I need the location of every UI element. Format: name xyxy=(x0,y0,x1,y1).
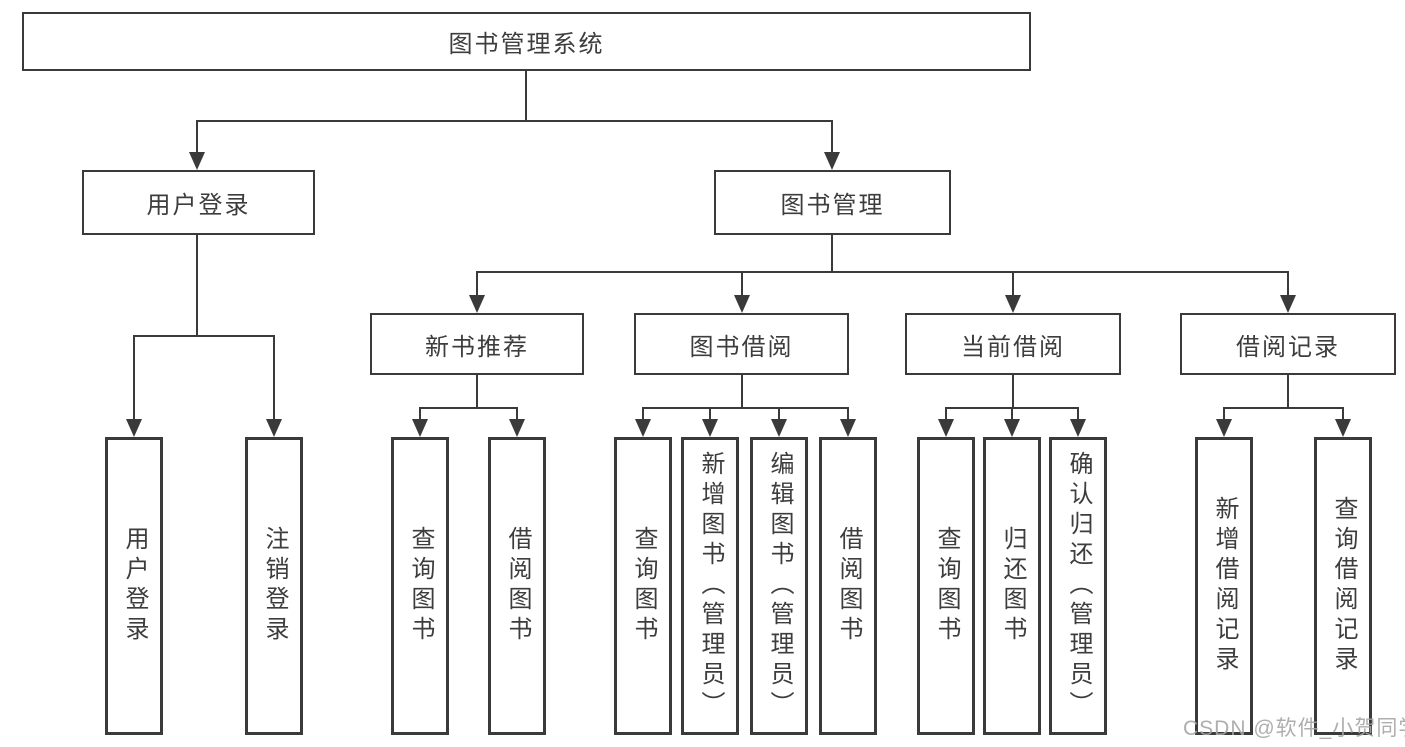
arrow-down-icon xyxy=(1335,419,1351,437)
connector-line xyxy=(1223,407,1225,421)
connector-line xyxy=(642,407,644,421)
connector-line xyxy=(1077,407,1079,421)
connector-line xyxy=(419,407,518,409)
arrow-down-icon xyxy=(1004,419,1020,437)
connector-line xyxy=(196,235,198,337)
arrow-down-icon xyxy=(189,152,205,170)
connector-line xyxy=(709,407,711,421)
connector-line xyxy=(1287,271,1289,297)
node-borrowing-records: 借阅记录 xyxy=(1180,313,1396,375)
connector-line xyxy=(741,375,743,409)
node-add-books-admin: 新增图书（管理员） xyxy=(681,437,739,735)
arrow-down-icon xyxy=(469,295,485,313)
connector-line xyxy=(476,271,1289,273)
node-confirm-return-admin: 确认归还（管理员） xyxy=(1049,437,1107,735)
connector-line xyxy=(476,271,478,297)
connector-line xyxy=(1223,407,1344,409)
connector-line xyxy=(273,335,275,421)
connector-line xyxy=(847,407,849,421)
node-query-books-under-current: 查询图书 xyxy=(917,437,975,735)
connector-line xyxy=(133,335,275,337)
node-borrow-books-under-borrowing: 借阅图书 xyxy=(819,437,877,735)
arrow-down-icon xyxy=(1280,295,1296,313)
node-user-login: 用户登录 xyxy=(82,170,315,235)
arrow-down-icon xyxy=(412,419,428,437)
watermark-text: CSDN @软件_小贺同学 xyxy=(1183,717,1405,740)
node-current-borrowing: 当前借阅 xyxy=(905,313,1121,375)
connector-line xyxy=(133,335,135,421)
node-borrow-books-under-recommendation: 借阅图书 xyxy=(488,437,546,735)
arrow-down-icon xyxy=(509,419,525,437)
arrow-down-icon xyxy=(938,419,954,437)
node-edit-books-admin: 编辑图书（管理员） xyxy=(750,437,808,735)
connector-line xyxy=(945,407,947,421)
connector-line xyxy=(778,407,780,421)
connector-line xyxy=(831,235,833,273)
node-book-management: 图书管理 xyxy=(714,170,951,235)
node-add-borrow-record: 新增借阅记录 xyxy=(1195,437,1253,735)
arrow-down-icon xyxy=(771,419,787,437)
connector-line xyxy=(1011,407,1013,421)
node-book-borrowing: 图书借阅 xyxy=(634,313,849,375)
node-new-book-recommendation: 新书推荐 xyxy=(370,313,584,375)
connector-line xyxy=(1012,375,1014,409)
connector-line xyxy=(1012,271,1014,297)
arrow-down-icon xyxy=(824,152,840,170)
arrow-down-icon xyxy=(840,419,856,437)
connector-line xyxy=(516,407,518,421)
node-query-borrow-record: 查询借阅记录 xyxy=(1314,437,1372,735)
connector-line xyxy=(741,271,743,297)
arrow-down-icon xyxy=(126,419,142,437)
arrow-down-icon xyxy=(1216,419,1232,437)
arrow-down-icon xyxy=(635,419,651,437)
connector-line xyxy=(525,70,527,121)
connector-line xyxy=(419,407,421,421)
connector-line xyxy=(476,375,478,409)
arrow-down-icon xyxy=(266,419,282,437)
arrow-down-icon xyxy=(1070,419,1086,437)
arrow-down-icon xyxy=(734,295,750,313)
node-query-books-under-borrowing: 查询图书 xyxy=(614,437,672,735)
node-query-books-under-recommendation: 查询图书 xyxy=(391,437,449,735)
connector-line xyxy=(196,120,833,122)
connector-line xyxy=(196,120,198,153)
connector-line xyxy=(642,407,849,409)
connector-line xyxy=(1287,375,1289,409)
node-user-login-action: 用户登录 xyxy=(105,437,163,735)
connector-line xyxy=(1342,407,1344,421)
node-logout-action: 注销登录 xyxy=(245,437,303,735)
arrow-down-icon xyxy=(702,419,718,437)
arrow-down-icon xyxy=(1005,295,1021,313)
node-root-system: 图书管理系统 xyxy=(22,12,1031,71)
node-return-books: 归还图书 xyxy=(983,437,1041,735)
connector-line xyxy=(831,120,833,153)
